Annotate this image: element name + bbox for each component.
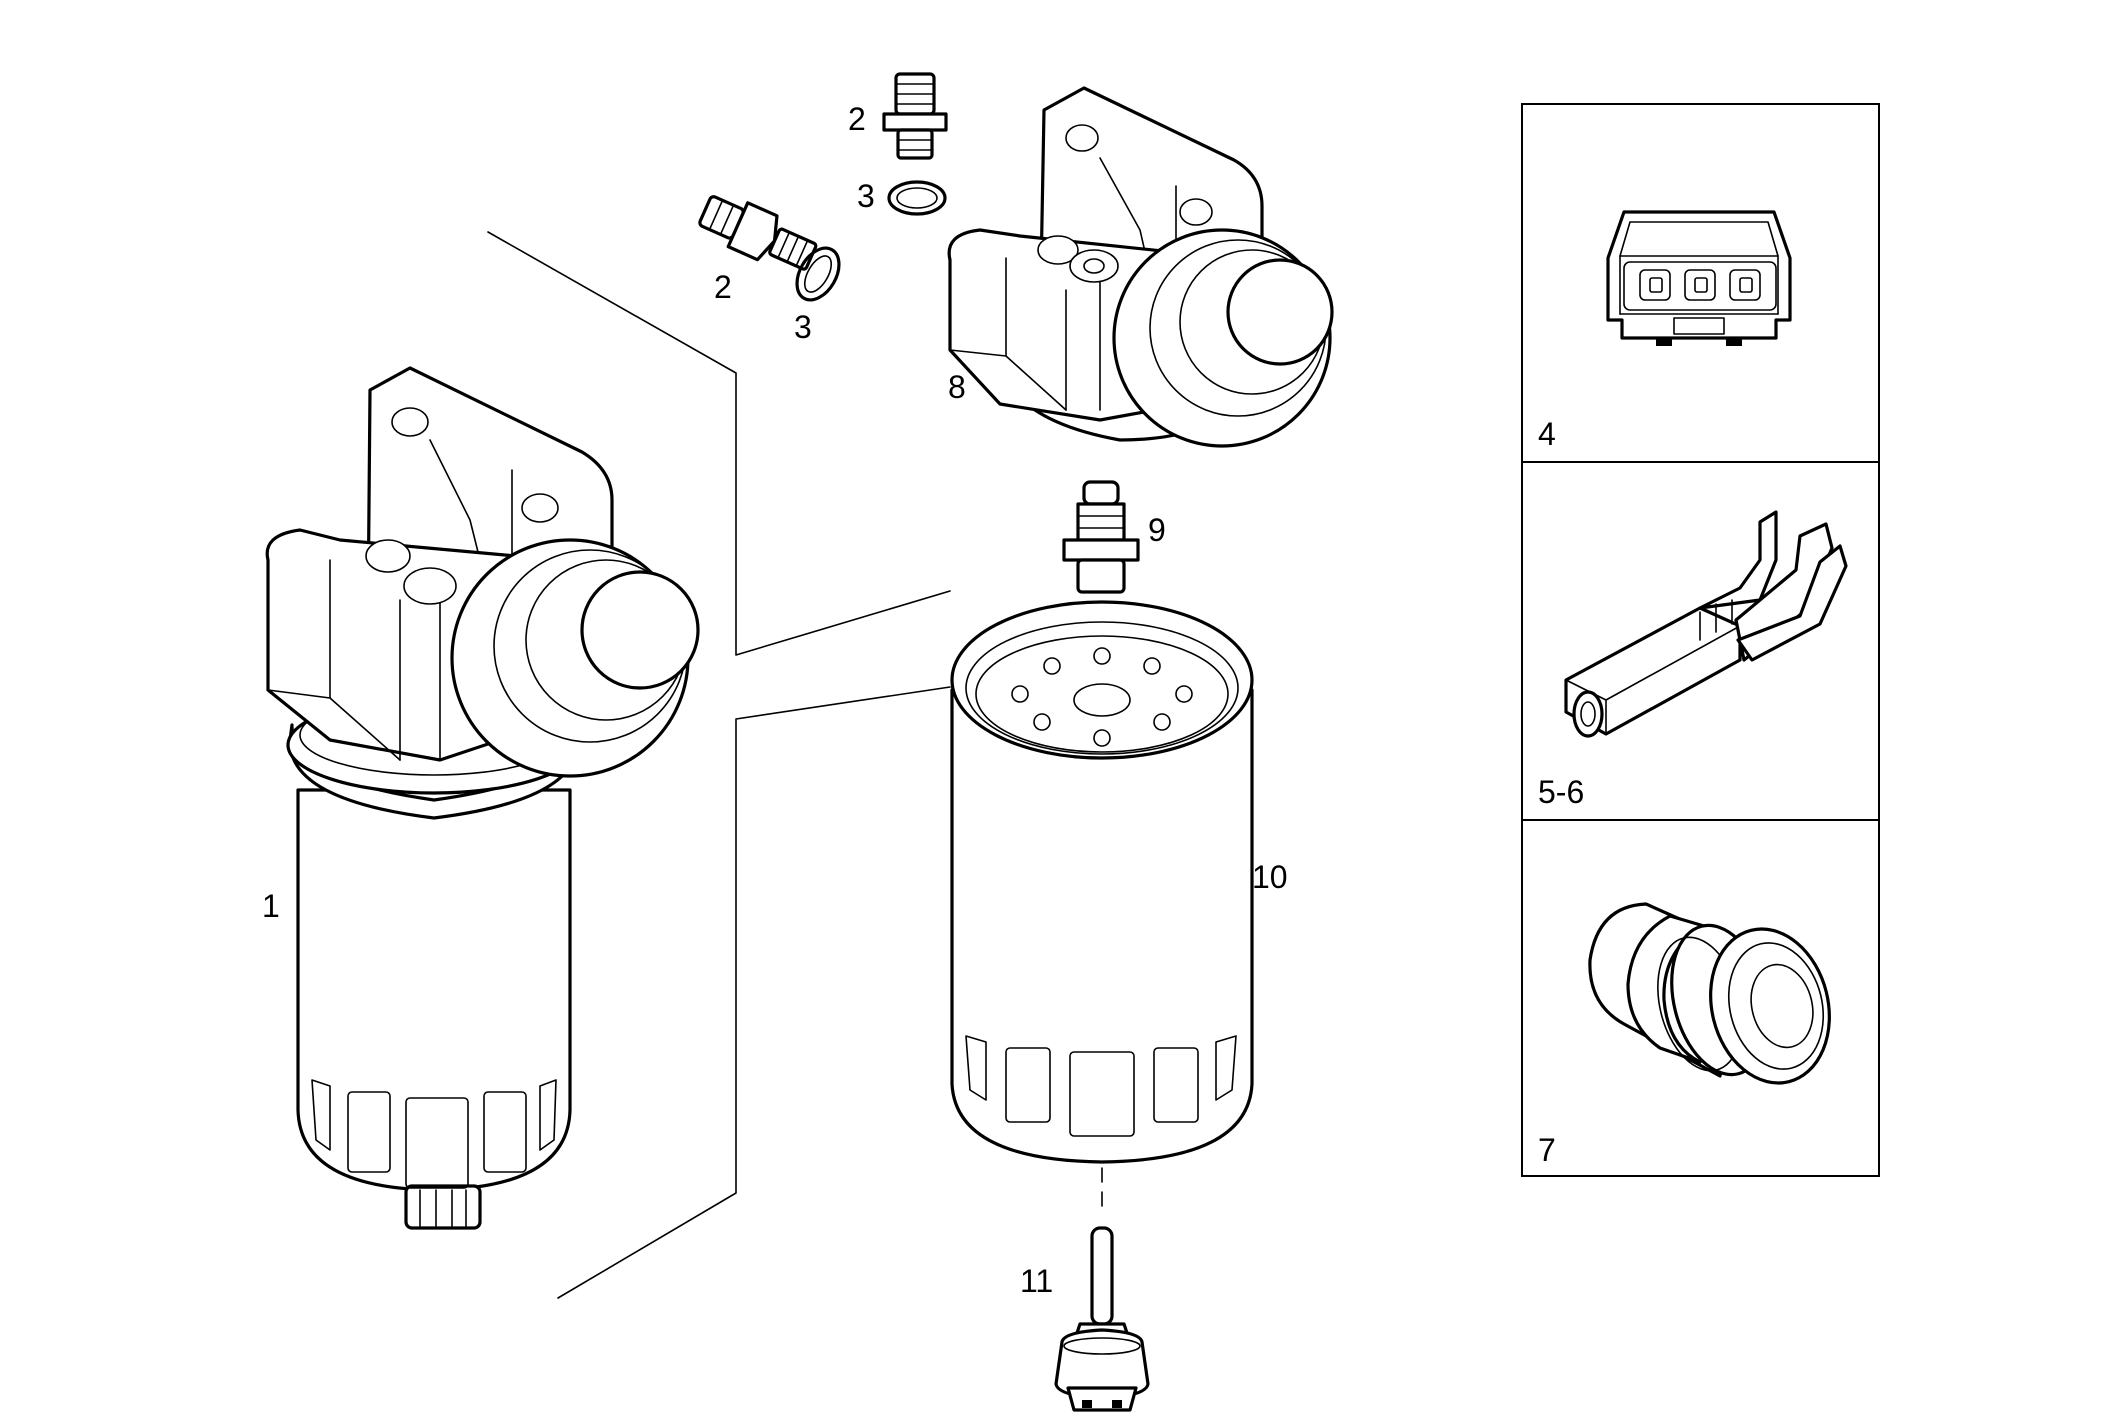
callout-8: 8 xyxy=(948,369,966,405)
panel-label-4: 4 xyxy=(1538,416,1556,452)
detail-panels xyxy=(1521,103,1880,1177)
terminal-pin xyxy=(1564,510,1848,738)
seal-ring-3-lower xyxy=(795,246,841,302)
canister-grip-pads xyxy=(311,1079,557,1189)
callout-9: 9 xyxy=(1148,512,1166,548)
element-grip-pads xyxy=(965,1035,1237,1137)
fitting-2-angled xyxy=(698,195,818,271)
callout-2-upper: 2 xyxy=(848,101,866,137)
callout-3-upper: 3 xyxy=(857,178,875,214)
nipple-9 xyxy=(1062,480,1140,594)
callout-11: 11 xyxy=(1020,1263,1053,1299)
filter-head-8 xyxy=(947,86,1334,448)
seal-ring-3-upper xyxy=(887,180,947,216)
callout-3-lower: 3 xyxy=(794,309,812,345)
seal-plug xyxy=(1588,902,1831,1085)
panel-label-7: 7 xyxy=(1538,1132,1556,1168)
callout-10: 10 xyxy=(1252,859,1288,895)
connector-housing xyxy=(1606,210,1792,346)
water-sensor-11 xyxy=(1054,1226,1150,1412)
callout-2-lower: 2 xyxy=(714,269,732,305)
element-inlet-holes xyxy=(1011,647,1193,747)
assembly-frame-lines xyxy=(487,231,951,1299)
filter-element-10 xyxy=(950,600,1254,1164)
panel-label-5-6: 5-6 xyxy=(1538,774,1584,810)
assembled-fuel-filter xyxy=(265,366,700,1230)
fitting-2-vertical xyxy=(882,72,948,160)
callout-1: 1 xyxy=(262,888,280,924)
